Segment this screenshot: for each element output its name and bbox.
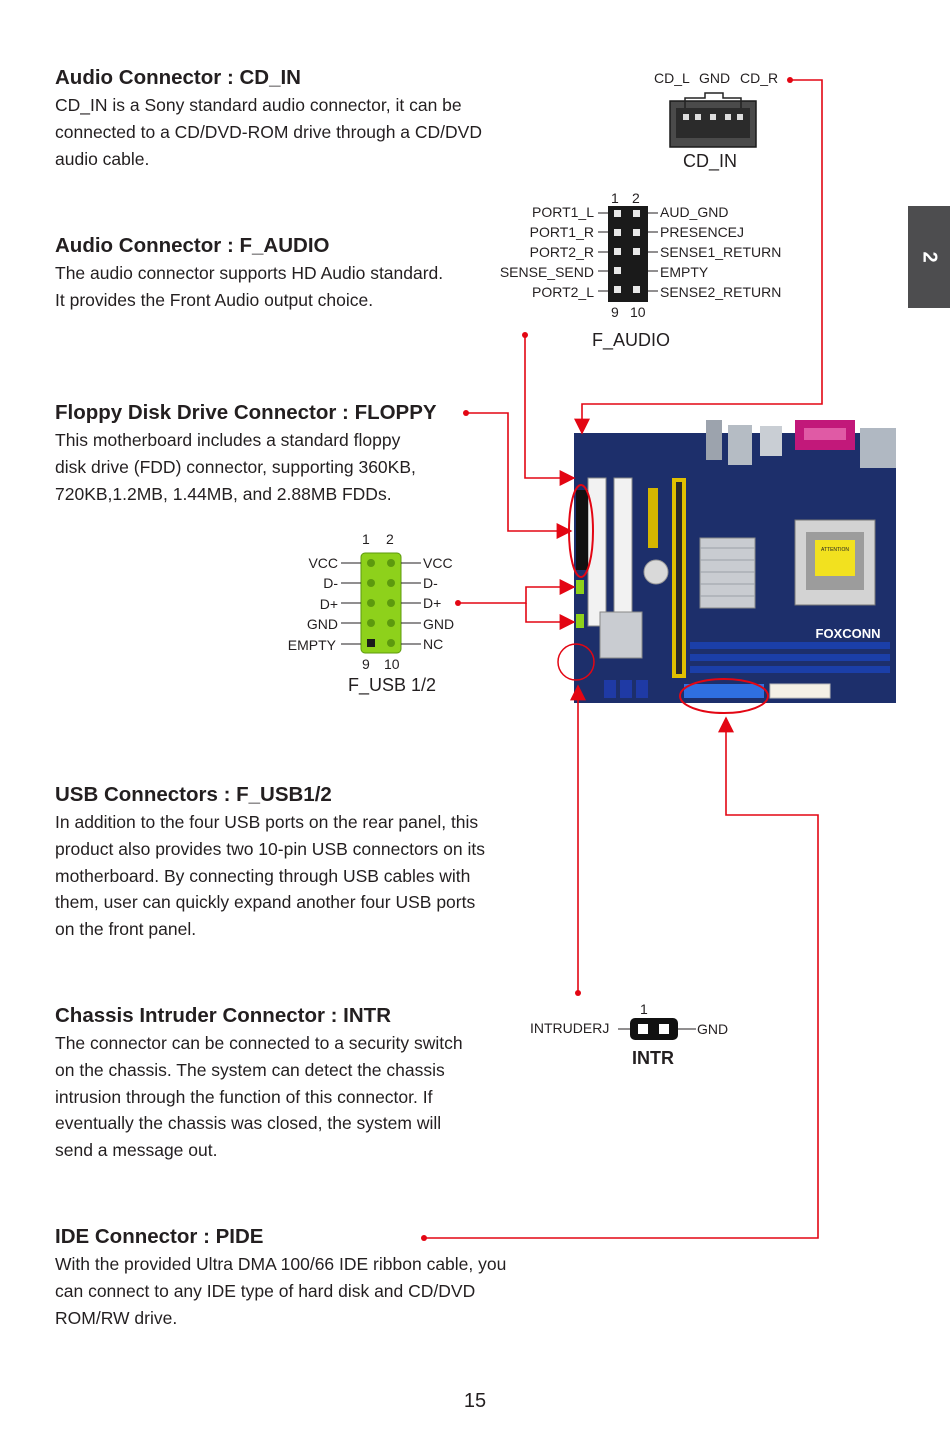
section-cd-in: Audio Connector : CD_IN CD_IN is a Sony …: [55, 66, 531, 172]
f-usb-right-label: D-: [423, 575, 438, 591]
cd-in-caption: CD_IN: [683, 151, 738, 171]
intr-connector: [618, 1018, 696, 1040]
cpu-sticker-label: ATTENTION: [821, 547, 849, 553]
section-title: USB Connectors : F_USB1/2: [55, 783, 332, 806]
cd-in-pin-label: CD_R: [740, 70, 779, 86]
intr-right-label: GND: [697, 1021, 729, 1037]
f-usb-right-label: GND: [423, 616, 455, 632]
paragraph-line: disk drive (FDD) connector, supporting 3…: [55, 456, 416, 477]
f-usb-right-label: D+: [423, 595, 442, 611]
paragraph-line: With the provided Ultra DMA 100/66 IDE r…: [55, 1254, 507, 1274]
f-audio-left-label: PORT2_R: [529, 244, 594, 260]
cd-in-pin-label: GND: [699, 70, 731, 86]
f-audio-left-label: PORT2_L: [532, 284, 594, 300]
paragraph-line: ROM/RW drive.: [55, 1307, 178, 1328]
f-audio-left-label: PORT1_R: [529, 224, 594, 240]
section-intr: Chassis Intruder Connector : INTR The co…: [55, 1004, 463, 1164]
paragraph-line: connected to a CD/DVD-ROM drive through …: [55, 121, 482, 142]
intr-caption: INTR: [632, 1048, 674, 1068]
paragraph-line: This motherboard includes a standard flo…: [55, 430, 401, 450]
page-number: 15: [463, 1390, 487, 1412]
paragraph-line: The connector can be connected to a secu…: [55, 1033, 463, 1053]
section-floppy: Floppy Disk Drive Connector : FLOPPY Thi…: [55, 401, 437, 507]
f-audio-right-label: EMPTY: [660, 264, 709, 280]
paragraph-line: on the front panel.: [55, 919, 197, 940]
f-audio-right-label: SENSE2_RETURN: [660, 284, 782, 300]
section-title: Audio Connector : F_AUDIO: [55, 234, 330, 257]
section-title: Chassis Intruder Connector : INTR: [55, 1004, 392, 1027]
f-usb-right-label: VCC: [423, 555, 453, 571]
paragraph-line: motherboard. By connecting through USB c…: [55, 865, 471, 886]
f-audio-left-label: SENSE_SEND: [499, 264, 594, 280]
motherboard-image: ATTENTION FOXCONN: [557, 420, 896, 714]
paragraph-line: CD_IN is a Sony standard audio connector…: [55, 95, 462, 115]
f-audio-right-label: PRESENCEJ: [660, 224, 745, 240]
f-usb-right-label: NC: [423, 636, 444, 652]
paragraph-line: The audio connector supports HD Audio st…: [55, 263, 444, 283]
f-audio-left-label: PORT1_L: [532, 204, 594, 220]
pin-number: 2: [632, 190, 640, 206]
intr-left-label: INTRUDERJ: [530, 1020, 610, 1036]
f-usb-caption: F_USB 1/2: [348, 675, 437, 695]
board-brand-logo: FOXCONN: [816, 626, 881, 641]
pin-number: 1: [640, 1001, 648, 1017]
cd-in-connector: [669, 92, 757, 148]
pin-number: 2: [386, 531, 394, 547]
f-usb-header: [341, 552, 421, 654]
cd-in-pin-label: CD_L: [654, 70, 690, 86]
paragraph-line: can connect to any IDE type of hard disk…: [55, 1280, 476, 1301]
pin-number: 1: [362, 531, 370, 547]
pin-number: 9: [611, 304, 619, 320]
pin-number: 10: [384, 656, 400, 672]
f-usb-left-label: D+: [319, 596, 338, 612]
section-usb: USB Connectors : F_USB1/2 In addition to…: [55, 783, 485, 943]
paragraph-line: eventually the chassis was closed, the s…: [55, 1113, 442, 1134]
section-f-audio: Audio Connector : F_AUDIO The audio conn…: [55, 234, 443, 314]
paragraph-line: It provides the Front Audio output choic…: [55, 289, 374, 310]
paragraph-line: send a message out.: [55, 1140, 218, 1161]
section-title: Audio Connector : CD_IN: [55, 66, 301, 89]
f-usb-left-label: EMPTY: [287, 637, 336, 653]
pin-number: 10: [630, 304, 646, 320]
f-usb-left-label: D-: [323, 575, 338, 591]
paragraph-line: audio cable.: [55, 148, 150, 169]
paragraph-line: product also provides two 10-pin USB con…: [55, 838, 485, 859]
callout-dots: [421, 77, 793, 1241]
f-audio-right-label: SENSE1_RETURN: [660, 244, 782, 260]
paragraph-line: 720KB,1.2MB, 1.44MB, and 2.88MB FDDs.: [55, 483, 392, 504]
paragraph-line: on the chassis. The system can detect th…: [55, 1059, 445, 1080]
paragraph-line: In addition to the four USB ports on the…: [55, 812, 479, 832]
paragraph-line: them, user can quickly expand another fo…: [55, 892, 476, 913]
f-audio-header: [598, 206, 658, 302]
callout-lines: [424, 79, 823, 1239]
pin-number: 1: [611, 190, 619, 206]
f-usb-left-label: GND: [306, 616, 338, 632]
f-audio-caption: F_AUDIO: [592, 330, 671, 350]
f-audio-right-label: AUD_GND: [660, 204, 729, 220]
section-pide: IDE Connector : PIDE With the provided U…: [55, 1225, 506, 1331]
section-title: IDE Connector : PIDE: [55, 1225, 264, 1248]
chapter-tab: 2: [908, 206, 950, 308]
pin-number: 9: [362, 656, 370, 672]
f-usb-left-label: VCC: [308, 555, 338, 571]
section-title: Floppy Disk Drive Connector : FLOPPY: [55, 401, 437, 424]
paragraph-line: intrusion through the function of this c…: [55, 1086, 433, 1107]
